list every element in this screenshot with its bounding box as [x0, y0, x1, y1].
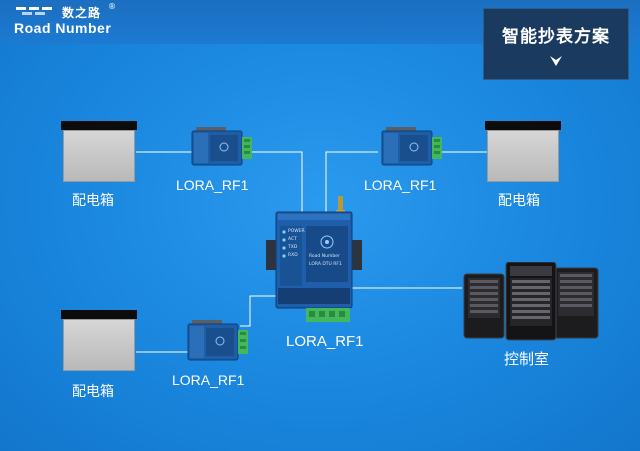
gateway-front-brand: Road Number	[309, 254, 340, 259]
link-rf-bl-gateway	[240, 295, 286, 327]
server-rack-icon	[463, 262, 599, 341]
gateway-label: LORA_RF1	[286, 333, 364, 350]
lora-rf-label: LORA_RF1	[172, 372, 245, 388]
gateway-led-power: POWER	[288, 229, 305, 234]
brand-logo: 数之路 ® Road Number	[10, 2, 120, 40]
lora-rf-label: LORA_RF1	[176, 177, 249, 193]
logo-chinese-name: 数之路	[62, 6, 102, 20]
lora-rf-module-bottom-left	[187, 320, 248, 361]
distribution-box-top-right	[485, 121, 561, 182]
logo-english-name: Road Number	[14, 20, 112, 36]
gateway-led-txd: TXD	[288, 245, 298, 250]
distribution-box-bottom-left	[61, 310, 137, 371]
link-rf-tl-gateway	[252, 151, 303, 213]
control-room-label: 控制室	[504, 351, 550, 368]
lora-gateway-device: POWER ACT TXD RXD Road Number LORA DTU R…	[262, 196, 366, 330]
chevron-down-icon	[550, 56, 562, 66]
lora-rf-module-top-left	[191, 127, 252, 166]
distribution-box-label: 配电箱	[72, 192, 114, 208]
gateway-led-act: ACT	[288, 237, 297, 242]
gateway-body-icon	[266, 196, 362, 322]
logo-mark-icon	[16, 7, 52, 15]
lora-rf-label: LORA_RF1	[364, 177, 437, 193]
distribution-box-top-left	[61, 121, 137, 182]
logo-registered-mark: ®	[108, 2, 116, 11]
gateway-front-model: LORA DTU RF1	[309, 262, 342, 267]
solution-title: 智能抄表方案	[502, 27, 610, 47]
solution-title-box: 智能抄表方案	[483, 8, 629, 80]
distribution-box-label: 配电箱	[498, 192, 540, 208]
lora-rf-module-top-right	[381, 127, 442, 166]
distribution-box-label: 配电箱	[72, 383, 114, 399]
gateway-led-rxd: RXD	[288, 253, 298, 258]
link-rf-tr-gateway	[325, 151, 378, 213]
